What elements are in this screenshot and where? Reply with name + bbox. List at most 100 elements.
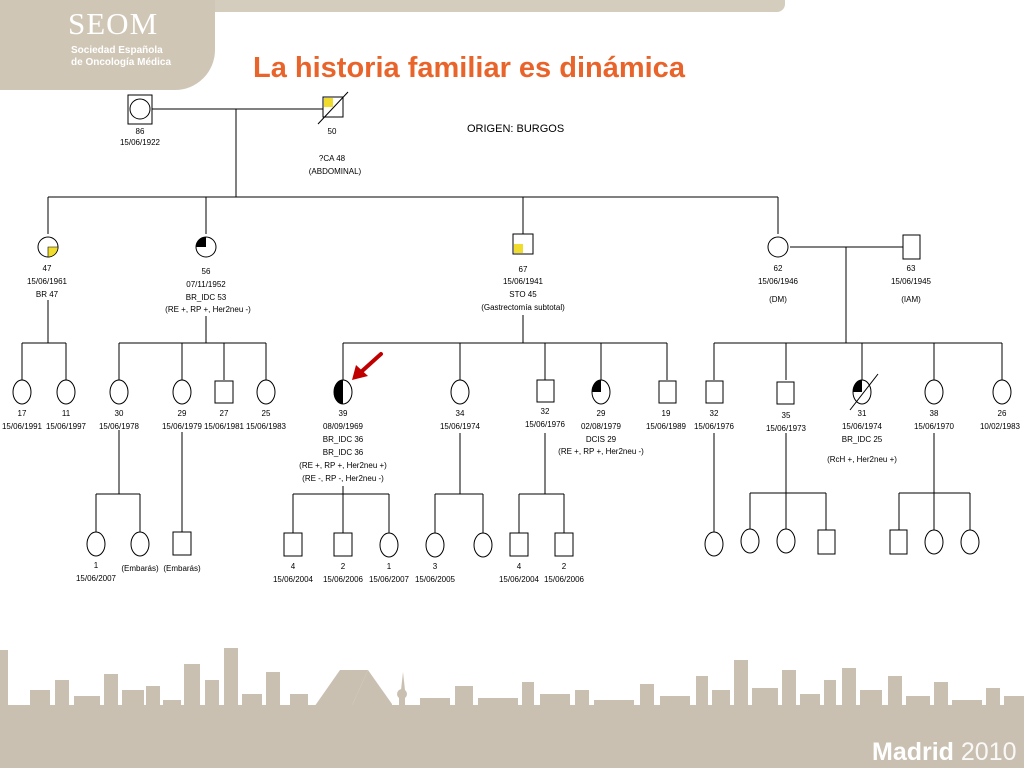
person-29b-affected-quadrant	[592, 380, 601, 392]
person-50: 50 ?CA 48 (ABDOMINAL)	[309, 91, 362, 176]
person-47-id: 47	[43, 264, 52, 273]
person-86-symbol	[129, 98, 151, 120]
madrid-skyline-image	[0, 648, 1024, 768]
person-67-note-1: STO 45	[509, 290, 537, 299]
person-29a-symbol	[172, 379, 192, 405]
person-g4-1b-date: 15/06/2007	[369, 575, 410, 584]
person-56-note-1: BR_IDC 53	[186, 293, 227, 302]
person-32b: 32 15/06/1976	[694, 380, 735, 431]
person-56-affected-quadrant	[196, 237, 206, 247]
person-31-note-2: (RcH +, Her2neu +)	[827, 455, 897, 464]
person-g4-embaras-2-note: (Embarás)	[163, 564, 201, 573]
logo-subtitle: Sociedad Española de Oncología Médica	[71, 45, 171, 69]
person-29a-date: 15/06/1979	[162, 422, 203, 431]
person-56-note-2: (RE +, RP +, Her2neu -)	[165, 305, 251, 314]
person-g4-unlabeled-6	[889, 529, 908, 555]
person-29b-date: 02/08/1979	[581, 422, 622, 431]
person-39-note-1: BR_IDC 36	[323, 435, 364, 444]
footer-city: Madrid	[872, 738, 954, 766]
person-g4-1a-symbol	[86, 531, 106, 557]
person-g4-embaras-1: (Embarás)	[121, 531, 159, 573]
person-62-note: (DM)	[769, 295, 787, 304]
person-g4-2a-symbol	[333, 532, 353, 557]
person-29a-id: 29	[178, 409, 187, 418]
person-67-note-2: (Gastrectomía subtotal)	[481, 303, 565, 312]
person-19-date: 15/06/1989	[646, 422, 687, 431]
person-34-id: 34	[456, 409, 465, 418]
person-g4-4b-symbol	[509, 532, 529, 557]
person-g4-1a-date: 15/06/2007	[76, 574, 117, 583]
person-g4-2a-id: 2	[341, 562, 346, 571]
person-86-id: 86	[136, 127, 145, 136]
person-39-date: 08/09/1969	[323, 422, 364, 431]
seom-logo: SEOM Sociedad Española de Oncología Médi…	[0, 0, 215, 90]
person-39-proband: 39 08/09/1969 BR_IDC 36 BR_IDC 36 (RE +,…	[299, 379, 387, 483]
person-g4-embaras-1-note: (Embarás)	[121, 564, 159, 573]
person-g4-3-date: 15/06/2005	[415, 575, 456, 584]
person-17-date: 15/06/1991	[2, 422, 43, 431]
person-86-date: 15/06/1922	[120, 138, 161, 147]
person-g4-4b-date: 15/06/2004	[499, 575, 540, 584]
person-g4-1a-id: 1	[94, 561, 99, 570]
person-35-date: 15/06/1973	[766, 424, 807, 433]
person-67: 67 15/06/1941 STO 45 (Gastrectomía subto…	[481, 233, 565, 312]
person-31-id: 31	[858, 409, 867, 418]
proband-arrow-icon	[352, 352, 383, 380]
person-g4-4b-id: 4	[517, 562, 522, 571]
person-g4-2b-id: 2	[562, 562, 567, 571]
person-32b-id: 32	[710, 409, 719, 418]
person-31-deceased-slash	[849, 373, 879, 411]
person-30-date: 15/06/1978	[99, 422, 140, 431]
person-63-note: (IAM)	[901, 295, 921, 304]
person-86: 86 15/06/1922	[120, 94, 161, 147]
person-50-deceased-slash	[317, 91, 349, 125]
logo-name: SEOM	[68, 6, 159, 41]
footer-year: 2010	[960, 738, 1017, 766]
person-29a: 29 15/06/1979	[162, 379, 203, 431]
person-27-id: 27	[220, 409, 229, 418]
person-26-id: 26	[998, 409, 1007, 418]
person-g4-1b-id: 1	[387, 562, 392, 571]
person-g4-4a-date: 15/06/2004	[273, 575, 314, 584]
person-47-date: 15/06/1961	[27, 277, 68, 286]
logo-line-2: de Oncología Médica	[71, 57, 172, 68]
person-g4-4b: 4 15/06/2004	[499, 532, 540, 584]
person-17-id: 17	[18, 409, 27, 418]
person-11-symbol	[56, 379, 76, 405]
person-32b-date: 15/06/1976	[694, 422, 735, 431]
person-56-id: 56	[202, 267, 211, 276]
person-g4-2b-date: 15/06/2006	[544, 575, 585, 584]
person-g4-1b: 1 15/06/2007	[369, 532, 410, 584]
person-30: 30 15/06/1978	[99, 379, 140, 431]
person-39-id: 39	[339, 409, 348, 418]
person-25: 25 15/06/1983	[246, 379, 287, 431]
person-26-date: 10/02/1983	[980, 422, 1021, 431]
person-19-symbol	[658, 380, 677, 404]
person-g4-unlabeled-2	[704, 531, 724, 557]
person-g4-4a-id: 4	[291, 562, 296, 571]
person-27-symbol	[214, 380, 234, 404]
person-67-date: 15/06/1941	[503, 277, 544, 286]
person-g4-unlabeled-3	[740, 528, 760, 554]
person-11-id: 11	[62, 409, 71, 418]
person-63-id: 63	[907, 264, 916, 273]
person-31: 31 15/06/1974 BR_IDC 25 (RcH +, Her2neu …	[827, 373, 897, 464]
person-g4-2b-symbol	[554, 532, 574, 557]
person-32a: 32 15/06/1976	[525, 379, 566, 429]
person-47: 47 15/06/1961 BR 47	[27, 236, 68, 299]
person-56: 56 07/11/1952 BR_IDC 53 (RE +, RP +, Her…	[165, 236, 251, 314]
person-63-symbol	[902, 234, 921, 260]
person-g4-embaras-2-symbol	[172, 531, 192, 556]
person-g4-unlabeled-4	[776, 528, 796, 554]
person-31-affected-quadrant	[853, 380, 862, 392]
footer-madrid-2010: Madrid 2010	[872, 738, 1017, 767]
person-62-date: 15/06/1946	[758, 277, 799, 286]
person-g4-4a: 4 15/06/2004	[273, 532, 314, 584]
person-32b-symbol	[705, 380, 724, 404]
person-35-id: 35	[782, 411, 791, 420]
person-39-affected-quadrant-2	[334, 380, 343, 392]
person-27-date: 15/06/1981	[204, 422, 245, 431]
person-26-symbol	[992, 379, 1012, 405]
